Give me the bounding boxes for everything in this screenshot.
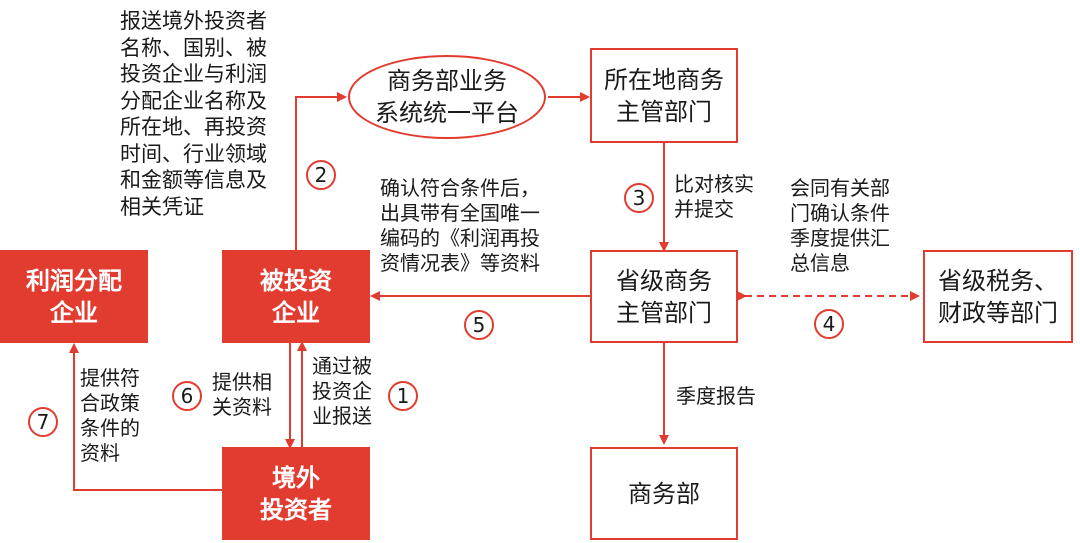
node-profit-company: 利润分配 企业 <box>0 250 148 343</box>
note-verify-submit: 比对核实 并提交 <box>674 172 754 221</box>
node-provincial-commerce: 省级商务 主管部门 <box>590 250 738 343</box>
note-provide-policy: 提供符 合政策 条件的 资料 <box>80 366 140 465</box>
step-1-marker: 1 <box>388 381 418 411</box>
node-provincial-tax: 省级税务、 财政等部门 <box>923 250 1073 343</box>
arrow-invested-to-platform <box>295 92 347 250</box>
node-mofcom: 商务部 <box>590 447 738 540</box>
step-2-marker: 2 <box>306 160 336 190</box>
note-provide-docs: 提供相 关资料 <box>212 370 272 419</box>
node-mofcom-platform: 商务部业务 系统统一平台 <box>348 55 546 139</box>
step-5-marker: 5 <box>464 310 494 340</box>
note-quarterly-report: 季度报告 <box>676 384 756 408</box>
node-local-commerce: 所在地商务 主管部门 <box>590 48 738 143</box>
step-7-marker: 7 <box>28 407 58 437</box>
note-quarterly-info: 会同有关部 门确认条件 季度提供汇 总信息 <box>790 176 890 275</box>
step-3-marker: 3 <box>624 183 654 213</box>
node-foreign-investor: 境外 投资者 <box>222 447 370 540</box>
arrow-investor-to-profit <box>69 343 224 491</box>
note-confirm-issue: 确认符合条件后， 出具带有全国唯一 编码的《利润再投 资情况表》等资料 <box>380 176 540 275</box>
note-via-invested: 通过被 投资企 业报送 <box>312 354 372 428</box>
step-4-marker: 4 <box>814 309 844 339</box>
note-report-info: 报送境外投资者 名称、国别、被 投资企业与利润 分配企业名称及 所在地、再投资 … <box>120 9 267 219</box>
step-6-marker: 6 <box>172 381 202 411</box>
node-invested-company: 被投资 企业 <box>222 250 370 343</box>
